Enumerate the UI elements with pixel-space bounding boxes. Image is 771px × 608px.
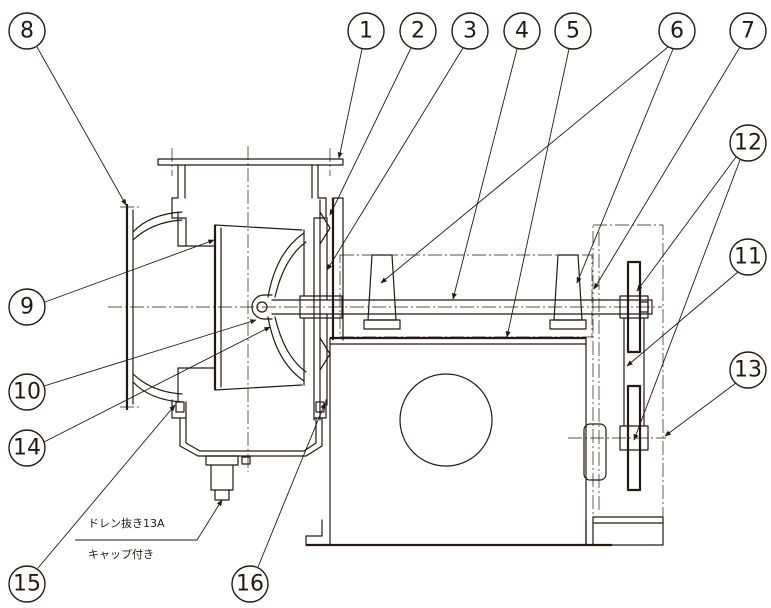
casing-bottom bbox=[179, 417, 323, 457]
impeller bbox=[213, 224, 307, 391]
centerlines bbox=[108, 146, 666, 472]
callout-10: 10 bbox=[8, 373, 46, 411]
callout-8: 8 bbox=[8, 12, 46, 50]
callout-4: 4 bbox=[503, 12, 541, 50]
callout-2: 2 bbox=[399, 12, 437, 50]
impeller-nut bbox=[251, 294, 273, 320]
callout-7: 7 bbox=[729, 12, 767, 50]
bearing-frame bbox=[339, 254, 593, 338]
callout-3: 3 bbox=[451, 12, 489, 50]
callout-4-label: 4 bbox=[515, 19, 529, 44]
callout-2-label: 2 bbox=[411, 19, 425, 44]
callout-11: 11 bbox=[729, 238, 767, 276]
callout-1: 1 bbox=[347, 12, 385, 50]
callout-5-label: 5 bbox=[566, 19, 580, 44]
callout-6-label: 6 bbox=[670, 19, 684, 44]
callout-12: 12 bbox=[729, 124, 767, 162]
callout-7-label: 7 bbox=[741, 19, 755, 44]
callout-5: 5 bbox=[554, 12, 592, 50]
callout-14: 14 bbox=[8, 429, 46, 467]
drain-note-line2: キャップ付き bbox=[88, 548, 154, 561]
base-frame bbox=[305, 336, 612, 547]
drain-note: ドレン抜き13A キャップ付き bbox=[88, 516, 165, 561]
callout-9: 9 bbox=[8, 288, 46, 326]
callout-1-label: 1 bbox=[359, 19, 373, 44]
callout-16: 16 bbox=[231, 565, 269, 603]
callout-8-label: 8 bbox=[20, 19, 34, 44]
motor-base bbox=[583, 423, 664, 546]
callout-14-label: 14 bbox=[13, 436, 41, 461]
callout-15: 15 bbox=[8, 565, 46, 603]
callout-3-label: 3 bbox=[463, 19, 477, 44]
leader-lines bbox=[36, 46, 741, 569]
drain-note-line1: ドレン抜き13A bbox=[88, 516, 165, 530]
bearing-left bbox=[363, 254, 401, 330]
pump-casing bbox=[157, 158, 344, 421]
callout-6: 6 bbox=[658, 12, 696, 50]
callout-15-label: 15 bbox=[13, 572, 41, 597]
callout-13-label: 13 bbox=[734, 358, 762, 383]
v-belt bbox=[623, 317, 645, 427]
callout-12-label: 12 bbox=[734, 131, 762, 156]
callout-16-label: 16 bbox=[236, 572, 264, 597]
callout-10-label: 10 bbox=[13, 380, 41, 405]
drain-plug bbox=[205, 455, 251, 501]
pulley-lower bbox=[619, 384, 649, 492]
callout-11-label: 11 bbox=[734, 245, 762, 270]
callout-13: 13 bbox=[729, 351, 767, 389]
pulley-upper bbox=[619, 260, 649, 354]
callout-9-label: 9 bbox=[20, 295, 34, 320]
bearing-right bbox=[549, 254, 587, 330]
